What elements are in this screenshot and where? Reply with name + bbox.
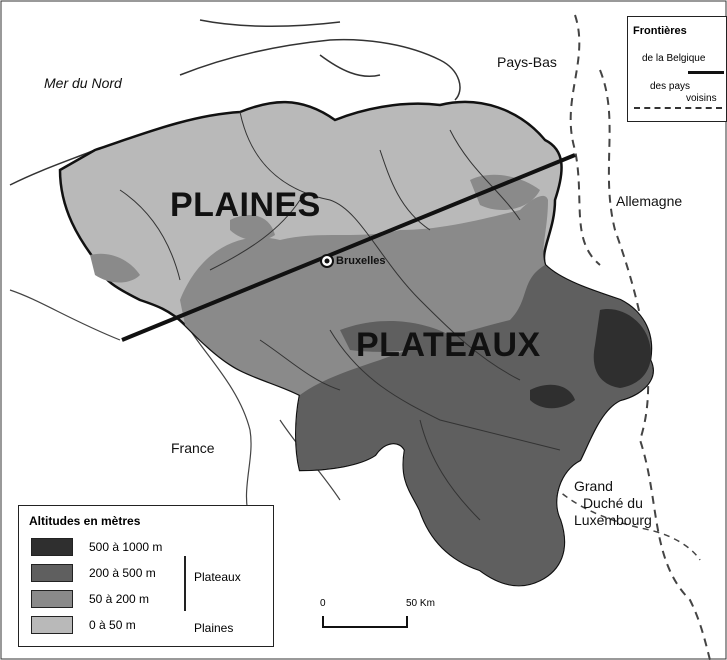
scale-tick-right [406, 616, 408, 628]
label-netherlands: Pays-Bas [497, 54, 557, 70]
legend-group-plateaux: Plateaux [194, 570, 241, 584]
brussels-dot [324, 258, 330, 264]
label-germany: Allemagne [616, 193, 683, 209]
label-luxembourg-1: Grand [574, 478, 613, 494]
legend-belgium-border-label: de la Belgique [642, 53, 706, 64]
divide-line [121, 153, 576, 342]
border-germany-luxembourg [599, 69, 711, 660]
legend-label-0-50: 0 à 50 m [89, 618, 136, 632]
scale-tick-left [322, 616, 324, 628]
zone-200-500 [296, 265, 653, 586]
scale-line [322, 626, 407, 628]
legend-label-50-200: 50 à 200 m [89, 592, 150, 606]
zone-200-500-north [340, 320, 450, 352]
borders-legend: Frontières de la Belgique des pays voisi… [627, 16, 727, 122]
swatch-500-1000 [31, 538, 73, 556]
scale-bar: 0 50 Km [320, 598, 440, 634]
coastline-netherlands [179, 19, 461, 101]
scale-start: 0 [320, 598, 326, 609]
legend-row-50-200: 50 à 200 m [31, 590, 149, 608]
legend-solid-line [688, 71, 724, 74]
plateaux-bracket [184, 556, 186, 611]
label-luxembourg: Grand Duché du Luxembourg [574, 478, 652, 529]
legend-label-200-500: 200 à 500 m [89, 566, 156, 580]
legend-row-0-50: 0 à 50 m [31, 616, 136, 634]
label-luxembourg-2: Duché du [582, 495, 643, 511]
altitude-legend: Altitudes en mètres 500 à 1000 m 200 à 5… [18, 505, 274, 647]
zone-500-1000 [530, 309, 651, 409]
swatch-50-200 [31, 590, 73, 608]
label-france: France [171, 440, 215, 456]
legend-dashed-line [634, 107, 722, 109]
altitude-legend-title: Altitudes en mètres [29, 514, 141, 528]
label-plaines: PLAINES [170, 186, 321, 224]
label-luxembourg-3: Luxembourg [574, 512, 652, 528]
legend-label-500-1000: 500 à 1000 m [89, 540, 163, 554]
legend-neighbors-label-1: des pays [650, 81, 691, 92]
borders-legend-title: Frontières [633, 25, 687, 37]
label-plateaux: PLATEAUX [356, 326, 541, 364]
legend-neighbors-label-2: voisins [686, 93, 717, 104]
label-north-sea: Mer du Nord [44, 75, 122, 91]
legend-row-200-500: 200 à 500 m [31, 564, 156, 582]
swatch-0-50 [31, 616, 73, 634]
legend-row-500-1000: 500 à 1000 m [31, 538, 162, 556]
label-brussels: Bruxelles [336, 255, 386, 267]
swatch-200-500 [31, 564, 73, 582]
legend-group-plaines: Plaines [194, 621, 234, 635]
scale-end: 50 Km [406, 598, 435, 609]
